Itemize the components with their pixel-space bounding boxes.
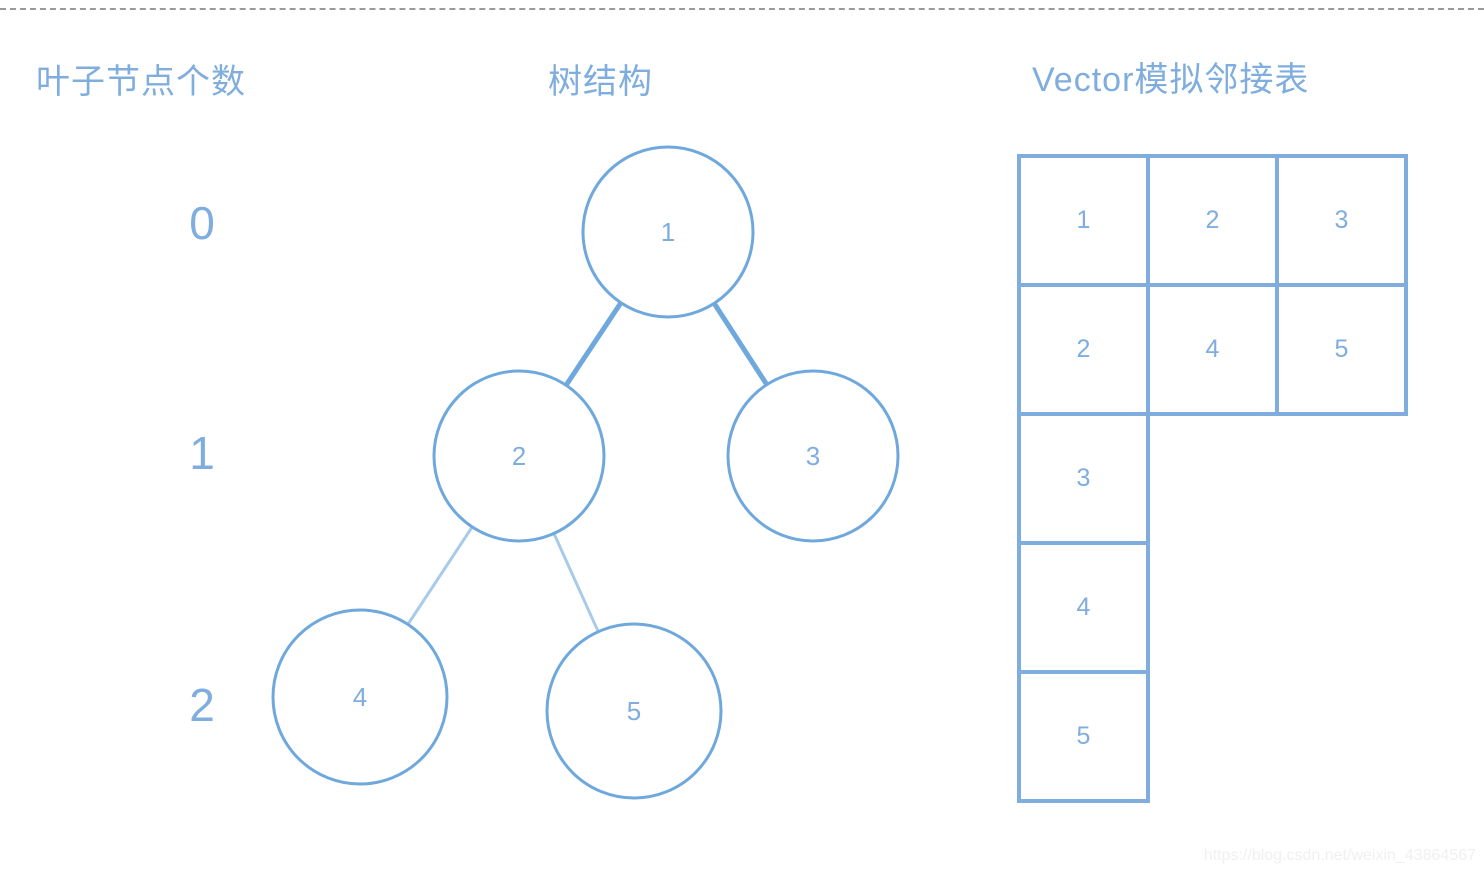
tree-edge-layer	[406, 300, 770, 634]
watermark-url: https://blog.csdn.net/weixin_43864567	[1203, 847, 1476, 864]
heading-vector-adjacency-list: Vector模拟邻接表	[1032, 61, 1310, 99]
tree-node-label-1: 1	[661, 217, 675, 247]
adjacency-row-4: 4	[1017, 541, 1408, 674]
adjacency-cell-r2-c3[interactable]: 5	[1275, 283, 1408, 416]
tree-edge-2-5	[552, 531, 600, 634]
tree-node-2[interactable]: 2	[432, 369, 606, 543]
tree-node-layer: 1 2 3 4 5	[271, 145, 900, 800]
top-dashed-divider	[0, 8, 1484, 10]
adjacency-cell-r1-c3[interactable]: 3	[1275, 154, 1408, 287]
adjacency-cell-r5-c1[interactable]: 5	[1017, 670, 1150, 803]
tree-node-circle-4	[271, 608, 449, 786]
adjacency-row-3: 3	[1017, 412, 1408, 545]
tree-node-4[interactable]: 4	[271, 608, 449, 786]
tree-node-3[interactable]: 3	[726, 369, 900, 543]
tree-edge-1-2	[563, 300, 624, 388]
adjacency-cell-r3-c1[interactable]: 3	[1017, 412, 1150, 545]
tree-node-circle-5	[545, 622, 723, 800]
tree-node-label-5: 5	[627, 696, 641, 726]
adjacency-cell-r4-c1[interactable]: 4	[1017, 541, 1150, 674]
tree-node-label-4: 4	[353, 682, 367, 712]
heading-tree-structure: 树结构	[548, 63, 653, 101]
tree-node-label-2: 2	[512, 441, 526, 471]
adjacency-cell-r1-c1[interactable]: 1	[1017, 154, 1150, 287]
heading-leaf-count: 叶子节点个数	[36, 63, 246, 101]
tree-node-circle-3	[726, 369, 900, 543]
adjacency-cell-r2-c2[interactable]: 4	[1146, 283, 1279, 416]
tree-node-circle-1	[581, 145, 755, 319]
tree-node-5[interactable]: 5	[545, 622, 723, 800]
level-number-1: 1	[189, 427, 215, 479]
adjacency-cell-r1-c2[interactable]: 2	[1146, 154, 1279, 287]
tree-edge-1-3	[711, 300, 770, 388]
tree-node-1[interactable]: 1	[581, 145, 755, 319]
adjacency-cell-r2-c1[interactable]: 2	[1017, 283, 1150, 416]
tree-node-label-3: 3	[806, 441, 820, 471]
tree-node-circle-2	[432, 369, 606, 543]
adjacency-row-5: 5	[1017, 670, 1408, 803]
tree-edge-2-4	[406, 525, 474, 626]
level-number-0: 0	[189, 197, 215, 249]
level-number-2: 2	[189, 679, 215, 731]
